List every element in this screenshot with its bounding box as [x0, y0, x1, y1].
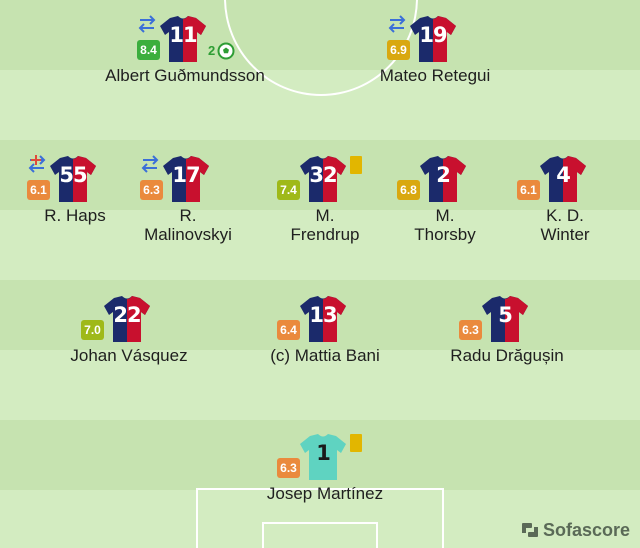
player-name: Albert Guðmundsson — [105, 66, 265, 85]
player-rating: 7.0 — [81, 320, 104, 340]
player[interactable]: 55 6.1 R. Haps — [0, 155, 150, 266]
player-shirt: 19 — [410, 16, 456, 62]
player-shirt: 11 — [160, 16, 206, 62]
player[interactable]: 17 6.3 R. Malinovskyi — [113, 155, 263, 266]
player[interactable]: 13 6.4 (c) Mattia Bani — [250, 296, 400, 406]
shirt-number: 13 — [309, 303, 337, 327]
sofascore-brand: Sofascore — [521, 518, 630, 542]
player-rating: 6.8 — [397, 180, 420, 200]
substitution-icon — [141, 155, 159, 173]
player-name: Josep Martínez — [266, 484, 384, 503]
yellow-card-icon — [350, 156, 362, 174]
player-name: M. Thorsby — [414, 206, 476, 244]
player-rating: 6.1 — [517, 180, 540, 200]
player-rating: 6.3 — [277, 458, 300, 478]
team-shirt-icon — [420, 156, 466, 202]
shirt-number: 11 — [169, 23, 197, 47]
injury-icon — [31, 155, 41, 165]
player-rating: 6.9 — [387, 40, 410, 60]
shirt-number: 2 — [436, 163, 451, 187]
team-shirt-icon — [50, 156, 96, 202]
player-shirt: 22 — [104, 296, 150, 342]
team-shirt-icon — [160, 16, 206, 62]
team-shirt-icon — [163, 156, 209, 202]
player-name: (c) Mattia Bani — [270, 346, 380, 365]
pitch-stripe — [0, 490, 640, 548]
player-name: K. D. Winter — [540, 206, 590, 244]
player-shirt: 4 — [540, 156, 586, 202]
player-shirt: 32 — [300, 156, 346, 202]
player-rating: 6.3 — [140, 180, 163, 200]
team-shirt-icon — [300, 156, 346, 202]
player-shirt: 17 — [163, 156, 209, 202]
shirt-number: 19 — [419, 23, 447, 47]
sofascore-logo-icon — [521, 523, 538, 537]
pitch-stripe — [0, 210, 640, 280]
team-shirt-icon — [482, 296, 528, 342]
player[interactable]: 2 6.8 M. Thorsby — [370, 156, 520, 266]
football-icon — [217, 42, 235, 60]
player-rating: 6.3 — [459, 320, 482, 340]
player-name: Johan Vásquez — [70, 346, 188, 365]
shirt-number: 1 — [316, 441, 331, 465]
shirt-number: 22 — [113, 303, 141, 327]
player-rating: 6.1 — [27, 180, 50, 200]
penalty-box — [196, 488, 444, 548]
player-name: R. Malinovskyi — [144, 206, 232, 244]
player-name: R. Haps — [44, 206, 106, 225]
player-rating: 8.4 — [137, 40, 160, 60]
team-shirt-icon — [104, 296, 150, 342]
brand-label: Sofascore — [542, 519, 630, 540]
player-shirt: 2 — [420, 156, 466, 202]
player-rating: 6.4 — [277, 320, 300, 340]
pitch-stripe — [0, 350, 640, 420]
shirt-number: 17 — [172, 163, 200, 187]
team-shirt-icon — [410, 16, 456, 62]
goalkeeper-shirt-icon — [300, 434, 346, 480]
goal-area — [262, 522, 378, 548]
substitution-icon — [138, 15, 156, 33]
shirt-number: 4 — [556, 163, 571, 187]
shirt-number: 32 — [309, 163, 337, 187]
player-name: M. Frendrup — [290, 206, 360, 244]
yellow-card-icon — [350, 434, 362, 452]
team-shirt-icon — [300, 296, 346, 342]
player-shirt: 13 — [300, 296, 346, 342]
player-shirt: 5 — [482, 296, 528, 342]
substitution-icon — [388, 15, 406, 33]
player-shirt: 55 — [50, 156, 96, 202]
player-rating: 7.4 — [277, 180, 300, 200]
shirt-number: 5 — [498, 303, 513, 327]
team-shirt-icon — [540, 156, 586, 202]
player-name: Radu Drăgușin — [450, 346, 564, 365]
player[interactable]: 32 7.4 M. Frendrup — [250, 156, 400, 266]
goal-count: 2 — [208, 43, 216, 58]
player-name: Mateo Retegui — [379, 66, 491, 85]
player-shirt: 1 — [300, 434, 346, 480]
shirt-number: 55 — [59, 163, 87, 187]
